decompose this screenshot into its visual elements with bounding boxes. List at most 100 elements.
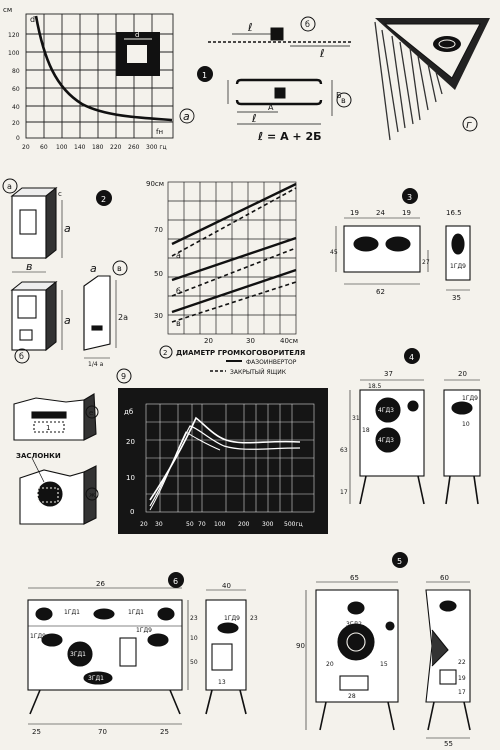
fig-2-2a: 2а — [118, 313, 128, 322]
fig-5-width: 65 — [350, 574, 359, 582]
fig-2-tag-a: а — [7, 182, 12, 191]
fig-3-dim-0: 19 — [350, 209, 359, 217]
fig-a-chart: d см d 120 100 80 60 40 20 0 20 60 100 1… — [3, 6, 195, 151]
fig-6-side-h: 23 — [250, 615, 258, 622]
fig-6-label-1: 1ГД1 — [128, 609, 144, 616]
fig-2-1-4a: 1/4 а — [88, 361, 104, 368]
fig-4-number: 4 — [409, 353, 414, 362]
fig-3-side-top: 16.5 — [446, 209, 462, 217]
chart-2: 90см 70 50 30 20 30 40см а б в 2 ДИАМЕТР… — [146, 180, 305, 376]
fig-4-dim-2: 31 — [352, 415, 360, 422]
fig-2-tag-b: б — [19, 352, 24, 361]
chart-2-xtick-2: 40см — [280, 337, 298, 345]
fig-9-number: 9 — [121, 372, 126, 381]
fig-6-bottom-2: 25 — [160, 728, 169, 736]
fig-4-dim-3: 18 — [362, 427, 370, 434]
fig-6-height-2: 50 — [190, 659, 198, 666]
fig-1-tag-b: б — [305, 20, 310, 29]
fig-4-spk-1: 4ГД3 — [378, 437, 394, 444]
fig-2-tag-v: в — [117, 264, 122, 273]
fig-g-tag: г — [466, 118, 472, 131]
fig-2-a-label: а — [64, 222, 71, 235]
chart-2-xtick-0: 20 — [204, 337, 213, 345]
fig-6-bottom-1: 70 — [98, 728, 107, 736]
fig-9-xtick-2: 50 — [186, 521, 194, 528]
fig-a-curve — [34, 15, 173, 122]
chart-2-grid — [167, 181, 297, 335]
fig-9-y-unit: дб — [124, 408, 133, 416]
chart-2-curve-tag-v: в — [176, 319, 181, 328]
fig-3-drawing — [335, 217, 471, 291]
fig-4-drawing — [349, 379, 481, 505]
chart-2-xtick-1: 30 — [246, 337, 255, 345]
fig-a-ytick-1: 100 — [8, 50, 20, 57]
fig-5-label-1: 20 — [326, 661, 334, 668]
fig-3-dim-2: 19 — [402, 209, 411, 217]
fig-1-number: 1 — [202, 71, 207, 80]
fig-5-drawing — [305, 581, 471, 739]
fig-5-side-label-0: 22 — [458, 659, 466, 666]
fig-6-bottom-0: 25 — [32, 728, 41, 736]
fig-a-ytick-5: 20 — [12, 120, 20, 127]
chart-2-curve-b-dash — [171, 247, 297, 297]
chart-2-xlabel: ДИАМЕТР ГРОМКОГОВОРИТЕЛЯ — [176, 349, 305, 357]
fig-2-a-label3: а — [90, 262, 97, 275]
chart-2-curve-a-dash — [171, 187, 297, 257]
fig-4-dim-1: 18.5 — [368, 383, 382, 390]
fig-9-xtick-0: 20 — [140, 521, 148, 528]
fig-a-inset-label: d — [135, 31, 139, 39]
fig-6-label-4: 3ГД1 — [70, 651, 86, 658]
fig-3-dim-1: 24 — [376, 209, 385, 217]
fig-a-tag: а — [183, 110, 190, 123]
chart-2-ytick-2: 50 — [154, 270, 163, 278]
fig-4-side-w: 20 — [458, 370, 467, 378]
fig-a-ytick-2: 80 — [12, 68, 20, 75]
fig-a-xtick-6: 260 — [128, 144, 140, 151]
chart-2-ytick-1: 70 — [154, 226, 163, 234]
fig-1-drawing — [208, 27, 352, 125]
chart-2-curve-b-solid — [171, 236, 297, 282]
fig-3-side-w: 35 — [452, 294, 461, 302]
fig-a-xtick-7: 300 гц — [146, 144, 167, 151]
fig-9-xtick-5: 200 — [238, 521, 250, 528]
fig-a-xtick-5: 220 — [110, 144, 122, 151]
fig-9-curve-3 — [149, 431, 221, 511]
fig-1-formula: ℓ = A + 2Б — [257, 130, 322, 143]
fig-5-side-label-1: 19 — [458, 675, 466, 682]
fig-9-curve-1 — [149, 416, 301, 501]
fig-5-side-w: 60 — [440, 574, 449, 582]
fig-9-xtick-6: 300 — [262, 521, 274, 528]
fig-3-spk: 1ГД9 — [450, 263, 466, 270]
fig-4-side-inner: 10 — [462, 421, 470, 428]
fig-6-label-6: 1ГД9 — [224, 615, 240, 622]
fig-a-xtick-2: 100 — [56, 144, 68, 151]
fig-9-ytick-1: 10 — [126, 474, 135, 482]
fig-2-number: 2 — [101, 195, 106, 204]
chart-2-curve-tag-a: а — [176, 251, 181, 260]
fig-a-y-unit: см — [3, 6, 12, 14]
fig-5-label-2: 15 — [380, 661, 388, 668]
fig-6-label-2: 1ГД9 — [30, 633, 46, 640]
fig-9-ytick-2: 0 — [130, 508, 134, 516]
fig-a-d-label: d — [30, 15, 35, 24]
chart-2-tag: 2 — [163, 349, 167, 357]
chart-2-ytick-0: 90см — [146, 180, 164, 188]
fig-6-width: 26 — [96, 580, 105, 588]
fig-1-B: Б — [336, 91, 342, 100]
fig-5-number: 5 — [397, 557, 402, 566]
fig-a-xtick-1: 60 — [40, 144, 48, 151]
chart-2-legend-0: ФАЗОИНВЕРТОР — [246, 359, 297, 366]
fig-a-ytick-0: 120 — [8, 32, 20, 39]
fig-2-c: с — [58, 190, 62, 198]
fig-5-bottom: 55 — [444, 740, 453, 748]
fig-3-number: 3 — [407, 193, 412, 202]
fig-a-x-var: fн — [156, 128, 163, 136]
fig-6-height-1: 10 — [190, 635, 198, 642]
fig-9-xtick-4: 100 — [214, 521, 226, 528]
fig-9-xtick-1: 30 — [155, 521, 163, 528]
fig-1-l-top: ℓ — [247, 21, 253, 34]
fig-1-l-bottom: ℓ — [251, 112, 257, 125]
chart-2-curve-tag-b: б — [176, 287, 181, 296]
fig-4-spk-0: 4ГД3 — [378, 407, 394, 414]
fig-3-inner: 27 — [422, 259, 430, 266]
